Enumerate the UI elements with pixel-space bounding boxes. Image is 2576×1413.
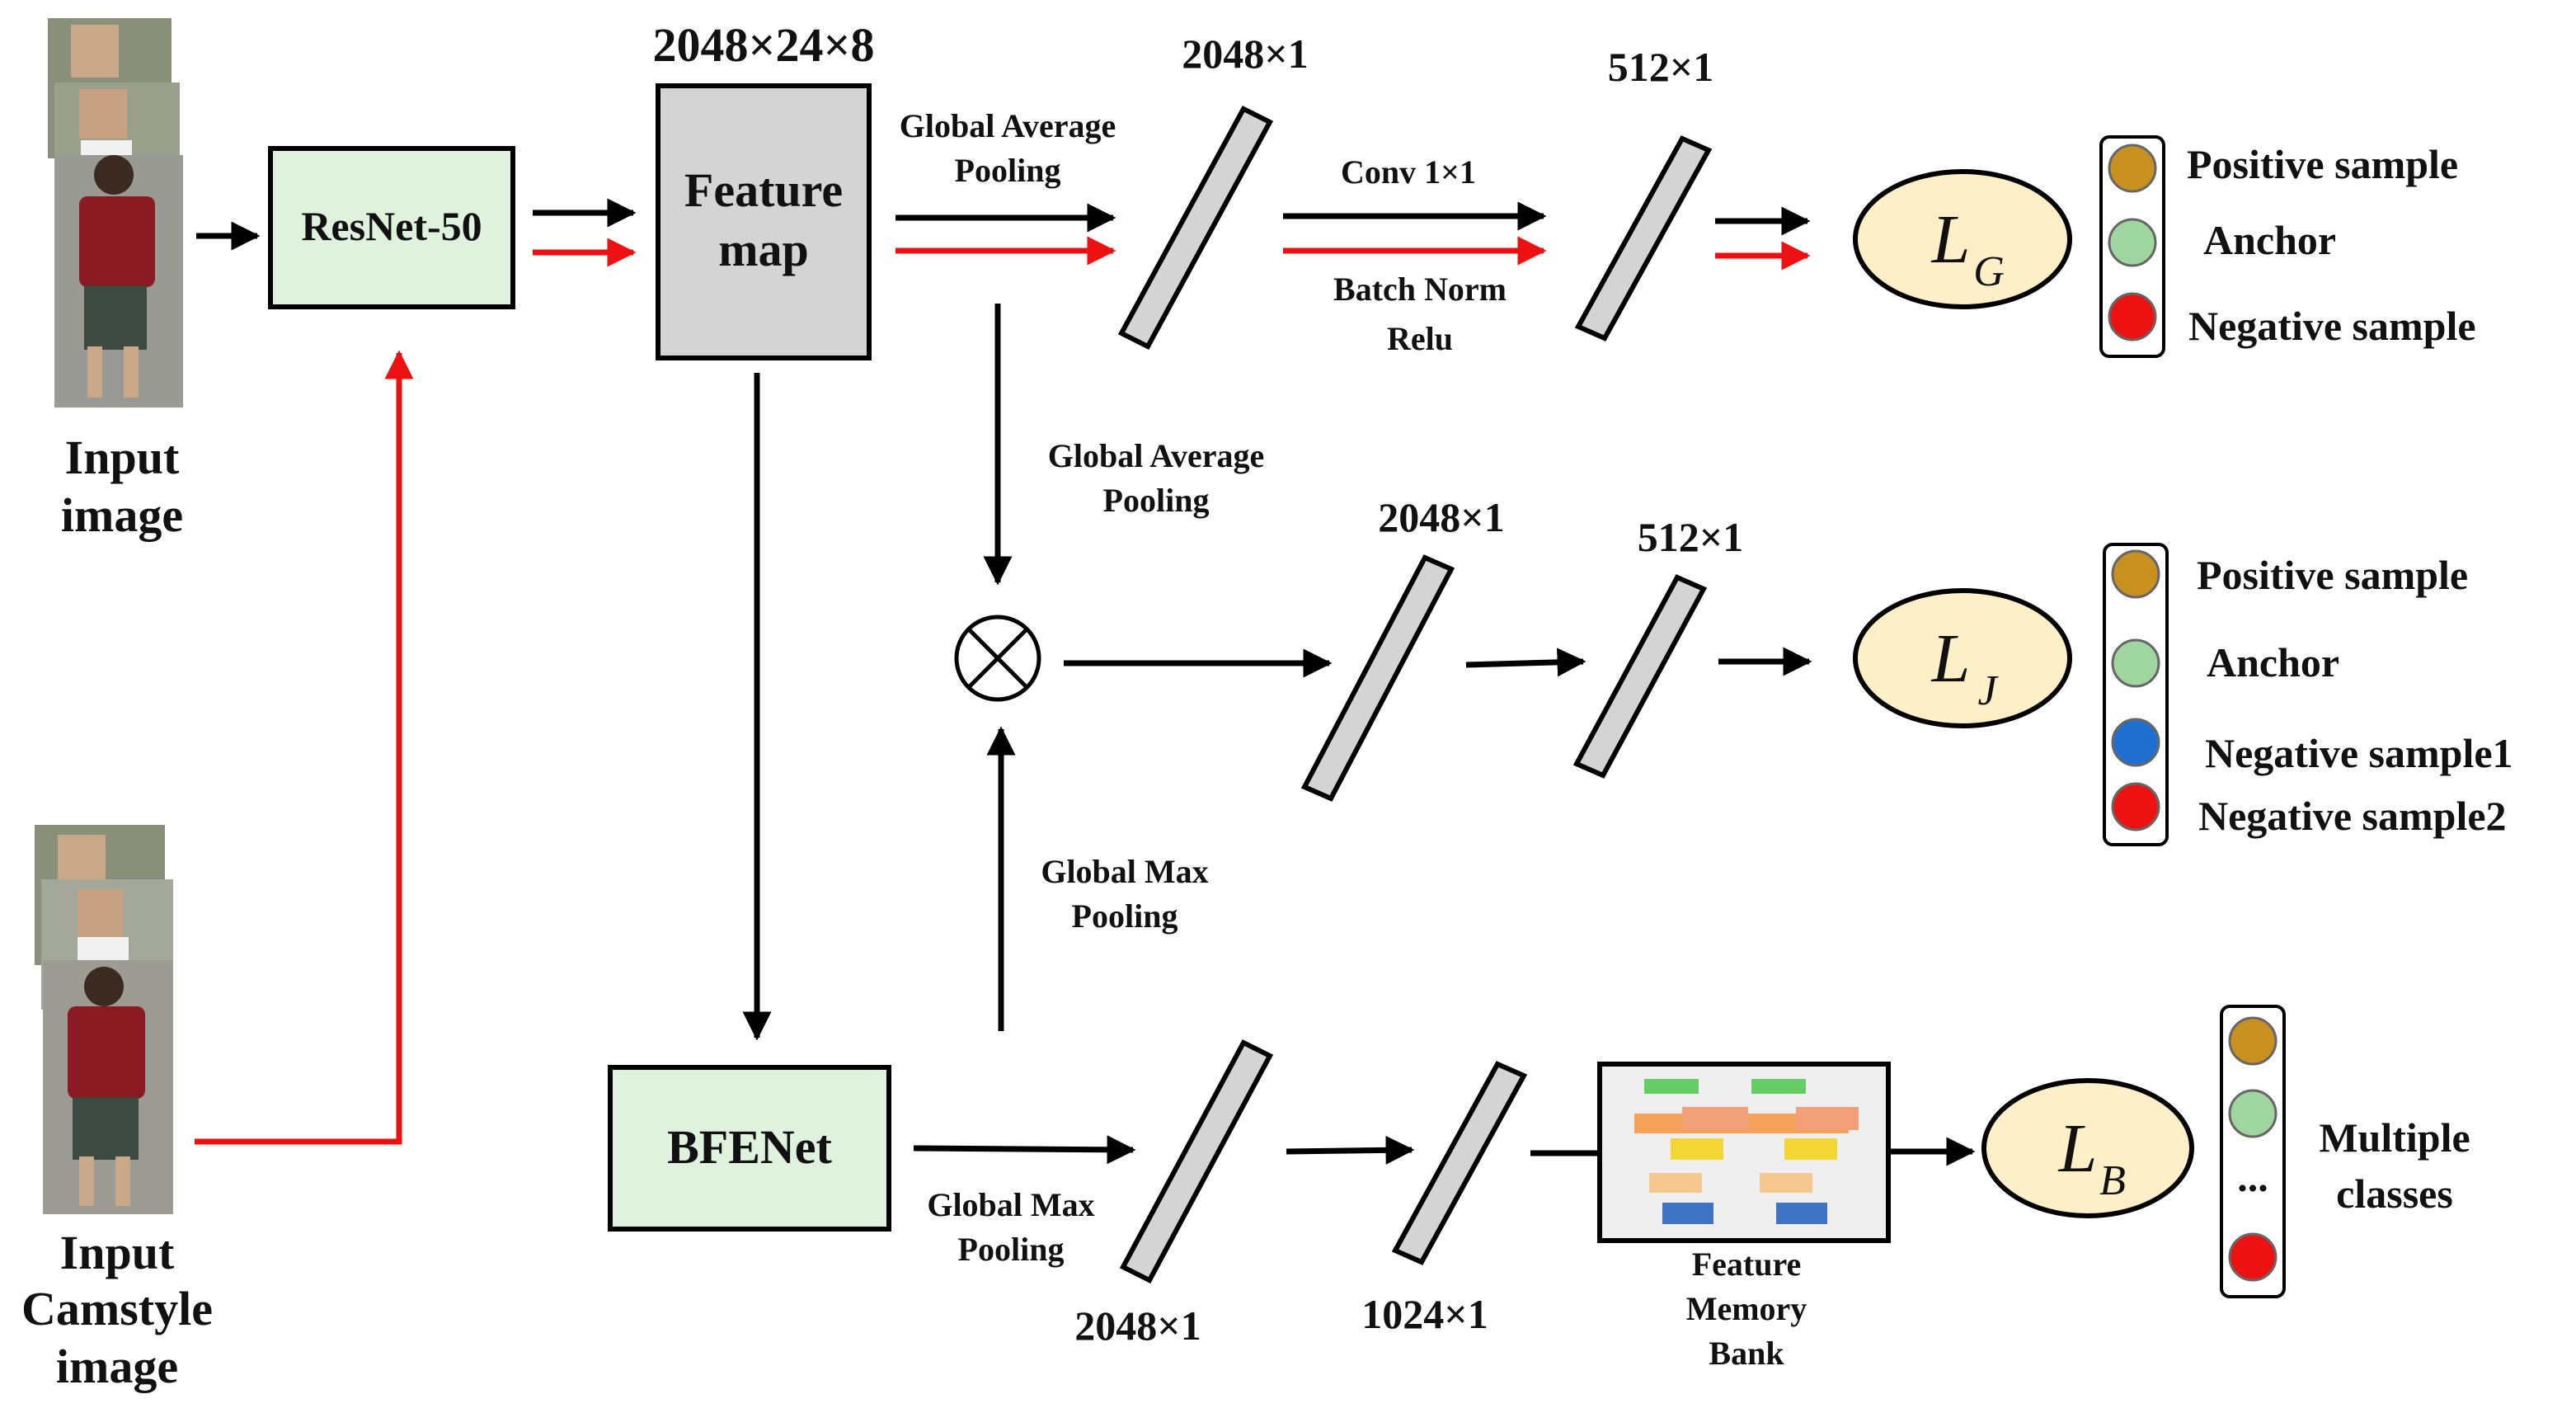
negative2-dot [2111, 782, 2160, 831]
class-dot-n [2228, 1232, 2278, 1282]
positive-dot-2 [2111, 549, 2160, 599]
loss-global: L G [1853, 169, 2072, 309]
joint-out-dim: 512×1 [1638, 514, 1744, 560]
multiply-node [954, 615, 1041, 702]
input-image-stack [48, 18, 183, 407]
negative1-dot [2111, 718, 2160, 767]
input-image-label-line2: image [61, 488, 183, 542]
positive-dot [2108, 144, 2157, 193]
feature-map-label-line1: Feature [684, 163, 843, 217]
memory-bank-label-line1: Feature [1692, 1246, 1802, 1283]
class-ellipsis: ... [2237, 1154, 2268, 1200]
legend-global: Positive sample Anchor Negative sample [2099, 135, 2476, 358]
legend-joint: Positive sample Anchor Negative sample1 … [2103, 543, 2513, 846]
loss-bfe-sub: B [2099, 1157, 2126, 1204]
gap-top-label-line2: Pooling [955, 152, 1061, 189]
negative-dot [2108, 292, 2157, 341]
bn-label: Batch Norm [1333, 271, 1507, 308]
bfe-out-bar [1391, 1061, 1528, 1265]
legend-joint-negative2: Negative sample2 [2198, 793, 2507, 839]
camstyle-image-stack [35, 825, 173, 1214]
loss-bfe-main: L [2058, 1110, 2098, 1187]
joint-out-bar [1572, 574, 1708, 779]
loss-bfe: L B [1981, 1078, 2194, 1218]
gap-mid-label-line1: Global Average [1048, 437, 1265, 474]
bfenet-block [608, 1065, 891, 1232]
loss-global-sub: G [1973, 248, 2005, 295]
bfenet-label: BFENet [667, 1120, 832, 1174]
gmp-bottom-label-line1: Global Max [927, 1186, 1094, 1223]
legend-global-anchor: Anchor [2203, 217, 2336, 263]
global-vec-dim: 2048×1 [1182, 31, 1309, 77]
camstyle-image-label: Input Camstyle image [21, 1226, 213, 1393]
anchor-dot [2108, 218, 2157, 267]
input-image-label-line1: Input [65, 431, 180, 484]
joint-vector-bar [1300, 554, 1455, 802]
resnet-block [268, 146, 515, 309]
legend-joint-negative1: Negative sample1 [2205, 730, 2513, 776]
camstyle-label-line1: Input [60, 1226, 175, 1279]
gmp-bottom-label-line2: Pooling [958, 1231, 1065, 1268]
camstyle-label-line3: image [56, 1340, 178, 1393]
anchor-dot-2 [2111, 638, 2160, 688]
bfe-out-dim: 1024×1 [1361, 1291, 1488, 1337]
legend-global-negative: Negative sample [2188, 303, 2476, 349]
resnet-label: ResNet-50 [301, 203, 482, 249]
loss-global-main: L [1931, 201, 1971, 278]
red-path-camstyle [195, 355, 402, 1145]
legend-global-positive: Positive sample [2187, 141, 2458, 187]
legend-bfe: ... Multiple classes [2220, 1005, 2470, 1298]
arrow-joint-to-out [1465, 648, 1586, 677]
gmp-mid-label-line1: Global Max [1041, 853, 1208, 890]
class-dot-1 [2228, 1016, 2278, 1066]
input-image-label: Input image [61, 431, 183, 542]
loss-joint-main: L [1931, 620, 1971, 697]
feature-map-label-line2: map [718, 223, 809, 276]
bfe-vec-dim: 2048×1 [1074, 1302, 1201, 1349]
joint-vec-dim: 2048×1 [1378, 494, 1505, 540]
gap-mid-label-line2: Pooling [1103, 482, 1210, 519]
legend-joint-anchor: Anchor [2207, 639, 2339, 685]
memory-bank-label-line3: Bank [1709, 1335, 1784, 1372]
memory-bank-label-line2: Memory [1686, 1290, 1807, 1327]
legend-bfe-label-line2: classes [2336, 1170, 2453, 1217]
legend-joint-positive: Positive sample [2197, 552, 2468, 598]
memory-bank-block [1597, 1062, 1891, 1243]
gap-top-label-line1: Global Average [900, 107, 1116, 144]
camstyle-label-line2: Camstyle [21, 1282, 213, 1335]
loss-joint-sub: J [1977, 667, 1999, 714]
global-out-bar [1574, 135, 1713, 341]
global-out-dim: 512×1 [1608, 44, 1714, 90]
feature-map-block [656, 83, 872, 360]
legend-bfe-label-line1: Multiple [2319, 1114, 2470, 1161]
global-vector-bar [1117, 106, 1274, 350]
relu-label: Relu [1387, 320, 1453, 357]
bfe-vector-bar [1119, 1039, 1274, 1283]
loss-joint: L J [1853, 588, 2072, 728]
arrow-bfe-to-out [1286, 1135, 1415, 1165]
feature-map-dim: 2048×24×8 [652, 18, 874, 72]
gmp-mid-label-line2: Pooling [1072, 897, 1178, 935]
arrow-bfenet-to-gmp [913, 1135, 1136, 1165]
class-dot-2 [2228, 1089, 2278, 1138]
conv-label: Conv 1×1 [1341, 153, 1476, 191]
